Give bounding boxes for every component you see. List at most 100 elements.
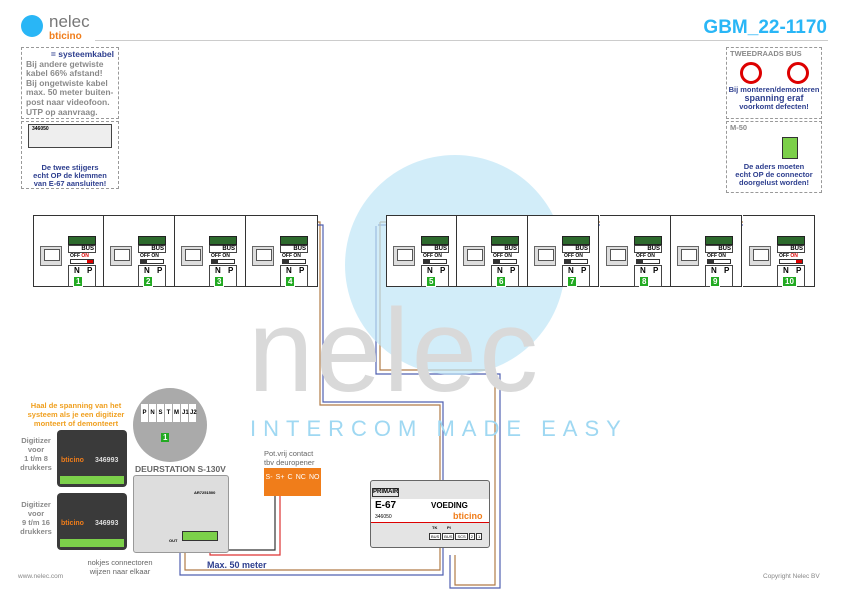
note-bus: TWEEDRAADS BUS Bij monteren/demonteren s… bbox=[726, 47, 822, 119]
off-label: OFF bbox=[70, 253, 80, 259]
relay-terminal: NO bbox=[308, 474, 320, 481]
no-voltage-icon bbox=[786, 62, 809, 84]
termination-switch[interactable]: OFF ON bbox=[636, 253, 660, 264]
config-pin-label: P bbox=[141, 404, 148, 422]
video-monitor-icon bbox=[534, 246, 556, 266]
video-monitor-icon bbox=[393, 246, 415, 266]
termination-switch[interactable]: OFF ON bbox=[493, 253, 517, 264]
bus-label: BUS bbox=[562, 245, 590, 253]
n-label: N bbox=[497, 266, 503, 275]
note-line: voorkomt defecten! bbox=[739, 102, 809, 111]
primair-label: PRIMAIR bbox=[372, 488, 400, 497]
address-number: 8 bbox=[639, 276, 650, 287]
p-label: P bbox=[440, 266, 446, 275]
config-pin-label: J2 bbox=[189, 404, 197, 422]
off-label: OFF bbox=[779, 253, 789, 259]
video-monitor-icon bbox=[110, 246, 132, 266]
footer-url[interactable]: www.nelec.com bbox=[18, 573, 64, 580]
bus-label: BUS bbox=[68, 245, 96, 253]
label-line: Digitizer bbox=[21, 500, 51, 509]
jumper-label: 1 bbox=[161, 433, 170, 442]
termination-switch[interactable]: OFF ON bbox=[707, 253, 731, 264]
note-title: M-50 bbox=[730, 123, 748, 132]
pi-label: PI bbox=[447, 525, 451, 530]
bus-label: BUS bbox=[634, 245, 662, 253]
on-label: ON bbox=[575, 253, 583, 259]
address-number: 4 bbox=[285, 276, 296, 287]
termination-switch[interactable]: OFF ON bbox=[140, 253, 164, 264]
video-monitor-icon bbox=[181, 246, 203, 266]
termination-switch[interactable]: OFF ON bbox=[779, 253, 803, 264]
note-line: Bij ongetwiste kabel bbox=[26, 77, 108, 88]
digitizer-2: bticino 346993 bbox=[57, 493, 127, 550]
config-pin-label: T bbox=[165, 404, 172, 422]
on-label: ON bbox=[718, 253, 726, 259]
digitizer-code: 346993 bbox=[95, 520, 119, 527]
digitizer-2-label: Digitizer voor 9 t/m 16 drukkers bbox=[16, 500, 56, 536]
note-line: max. 50 meter buiten- bbox=[26, 87, 114, 98]
label-line: 9 t/m 16 bbox=[22, 518, 50, 527]
address-number: 5 bbox=[426, 276, 437, 287]
bus-label: BUS bbox=[421, 245, 449, 253]
p-label: P bbox=[581, 266, 587, 275]
note-m50: M-50 De aders moeten echt OP de connecto… bbox=[726, 121, 822, 193]
address-number: 7 bbox=[567, 276, 578, 287]
watermark-tagline: INTERCOM MADE EASY bbox=[250, 416, 628, 441]
logo-name: nelec bbox=[49, 12, 90, 31]
termination-switch[interactable]: OFF ON bbox=[282, 253, 306, 264]
bus-terminal bbox=[68, 236, 96, 245]
digitizer-warning: Haal de spanning van het systeem als je … bbox=[10, 401, 142, 428]
relay-terminal: NC bbox=[295, 474, 306, 481]
warning-line: systeem als je een digitizer bbox=[27, 410, 125, 419]
bus-terminal bbox=[491, 236, 519, 245]
p-label: P bbox=[510, 266, 516, 275]
n-label: N bbox=[711, 266, 717, 275]
digitizer-1-label: Digitizer voor 1 t/m 8 drukkers bbox=[16, 436, 56, 472]
device-346050-mini: 346050 bbox=[28, 124, 112, 148]
n-label: N bbox=[427, 266, 433, 275]
bus-terminal bbox=[138, 236, 166, 245]
footer-copyright: Copyright Nelec BV bbox=[763, 573, 820, 580]
note-line: spanning eraf bbox=[744, 93, 804, 103]
bus-terminal bbox=[421, 236, 449, 245]
bus-label: BUS bbox=[777, 245, 805, 253]
connector-icon bbox=[782, 137, 798, 159]
on-label: ON bbox=[790, 253, 798, 259]
note-line: kabel 66% afstand! bbox=[26, 68, 103, 79]
address-number: 3 bbox=[214, 276, 225, 287]
config-pin-label: S bbox=[157, 404, 164, 422]
bus-terminal bbox=[634, 236, 662, 245]
n-label: N bbox=[783, 266, 789, 275]
bus-terminal bbox=[280, 236, 308, 245]
relay-terminal: C bbox=[287, 474, 293, 481]
power-terminal: 2 bbox=[468, 533, 475, 540]
note-line: doorgelust worden! bbox=[739, 178, 809, 187]
door-station: AR7251500 OUT bbox=[133, 475, 229, 553]
device-code: 346050 bbox=[32, 126, 49, 132]
termination-switch[interactable]: OFF ON bbox=[423, 253, 447, 264]
p-label: P bbox=[653, 266, 659, 275]
termination-switch[interactable]: OFF ON bbox=[70, 253, 94, 264]
bus-label: BUS bbox=[491, 245, 519, 253]
config-pin-label: M bbox=[173, 404, 180, 422]
note-line: nokjes connectoren bbox=[87, 558, 153, 567]
note-line: echt OP de connector bbox=[735, 170, 813, 179]
tk-label: TK bbox=[432, 525, 438, 530]
name-label: VOEDING bbox=[431, 501, 468, 510]
termination-switch[interactable]: OFF ON bbox=[564, 253, 588, 264]
on-label: ON bbox=[81, 253, 89, 259]
termination-switch[interactable]: OFF ON bbox=[211, 253, 235, 264]
logo-brand: bticino bbox=[49, 31, 82, 42]
